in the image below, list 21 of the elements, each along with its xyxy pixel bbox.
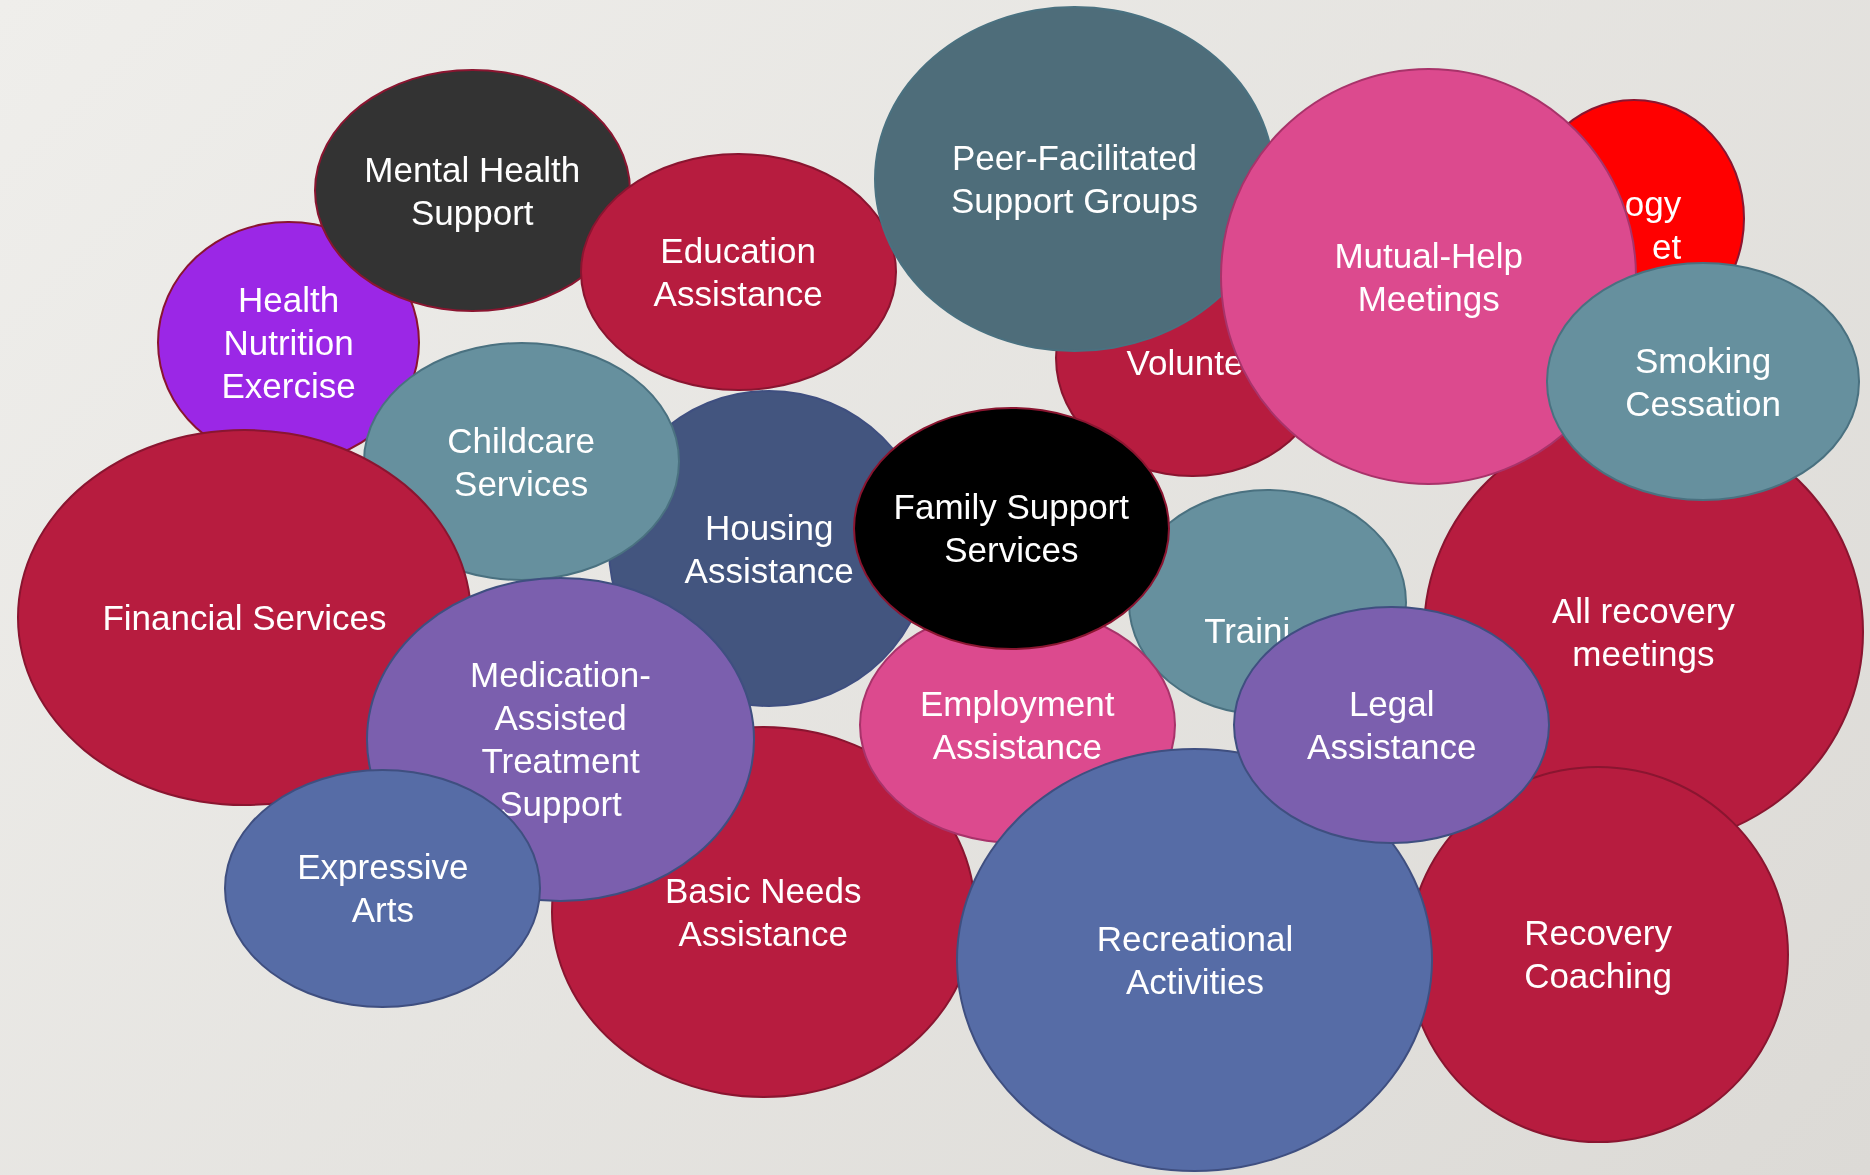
bubble-label: Mutual-Help Meetings [1333,234,1525,320]
bubble-label: Housing Assistance [683,506,855,592]
bubble-label: Recreational Activities [1095,918,1295,1004]
bubble-label: Traini [1204,610,1292,652]
bubble-label: Recovery Coaching [1523,912,1673,998]
bubble-label: All recovery meetings [1550,590,1736,676]
bubble-label: ogy et [1623,183,1682,268]
bubble-label: Expressive Arts [296,846,470,932]
bubble-label: Smoking Cessation [1624,339,1782,425]
bubble-label: Employment Assistance [919,683,1116,769]
bubble-label: Volunte [1126,341,1245,384]
bubble-label: Basic Needs Assistance [664,870,863,956]
bubble-label: Mental Health Support [363,148,582,234]
bubble-label: Peer-Facilitated Support Groups [949,136,1200,222]
bubble-label: Financial Services [101,597,388,640]
bubble-label: Family Support Services [892,486,1130,572]
bubble-label: Medication-Assisted Treatment Support [469,654,652,826]
bubble-label: Childcare Services [446,419,597,505]
bubble-label: Education Assistance [652,229,824,315]
bubble-label: Legal Assistance [1306,683,1478,769]
bubble-label: Health Nutrition Exercise [220,278,357,407]
